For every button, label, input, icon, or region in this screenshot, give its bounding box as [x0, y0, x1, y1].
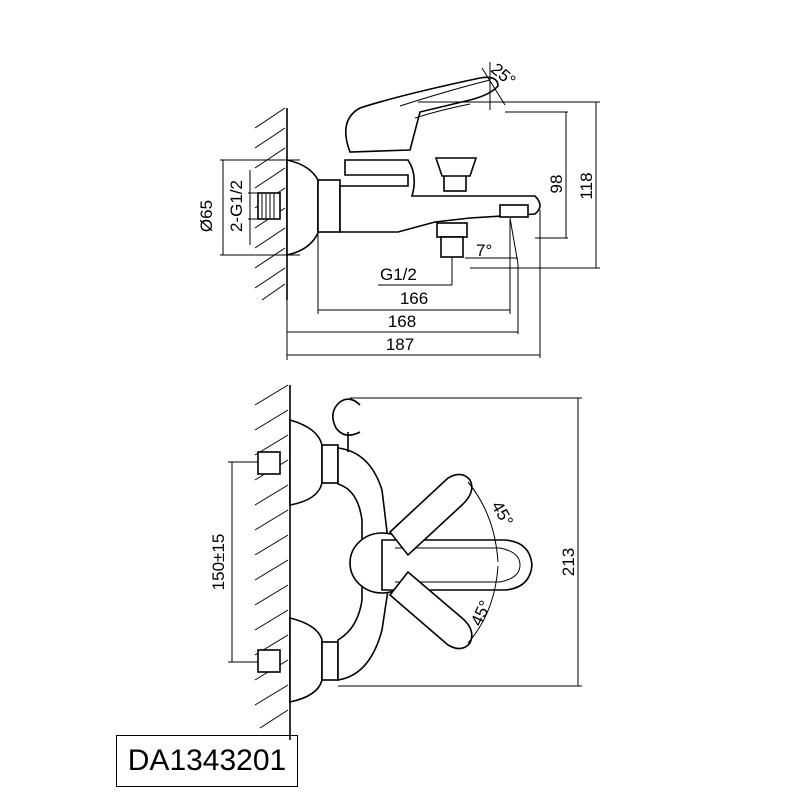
lever-handle-straight [381, 539, 533, 591]
dim-166-label: 166 [400, 289, 428, 308]
angle-upper-label: 45° [488, 498, 517, 530]
lever-edge [399, 79, 491, 107]
dim-213-label: 213 [559, 548, 578, 576]
inlet-thread [257, 192, 281, 220]
dim-d65-label: Ø65 [197, 200, 216, 232]
inlet-thread-lower [257, 649, 281, 673]
dim-168-label: 168 [388, 312, 416, 331]
diverter-knob [434, 157, 478, 177]
dim-150-label: 150±15 [209, 534, 228, 591]
nut-upper [321, 444, 339, 484]
lever-handle-down [388, 570, 473, 650]
dim-187-label: 187 [386, 335, 414, 354]
top-view: 45° 45° 150±15 213 [209, 384, 582, 740]
dim-thread-outlet-label: G1/2 [380, 265, 417, 284]
mixer-body [339, 159, 541, 233]
side-view: 25° 98 118 7° Ø65 2-G1/2 G1/2 [197, 59, 600, 360]
dim-thread-inlet-label: 2-G1/2 [227, 180, 246, 232]
wall-flange-lower [289, 616, 323, 703]
lever-edge-lower [414, 103, 471, 119]
lever-handle-up [388, 473, 473, 557]
dim-118-label: 118 [577, 172, 596, 199]
dim-98-label: 98 [547, 175, 566, 194]
hose-connector [440, 236, 464, 258]
model-number: DA1343201 [116, 735, 298, 787]
spout-outlet [436, 222, 468, 238]
wall-hatch-top [254, 384, 291, 740]
wall-flange [286, 159, 319, 256]
arc-upper-45 [467, 481, 499, 563]
angle-line-25b [481, 67, 506, 106]
nut-lower [321, 641, 339, 681]
spout-nozzle [499, 204, 529, 218]
wall-flange-upper [289, 418, 323, 506]
shower-hook [332, 398, 361, 436]
inlet-thread-upper [257, 451, 281, 475]
angle-line-7b [509, 217, 519, 265]
angle-7-label: 7° [476, 241, 492, 260]
eccentric-nut [317, 179, 341, 233]
lever-handle [344, 76, 499, 153]
diverter-stem [443, 174, 467, 192]
arc-lower-45 [467, 565, 499, 644]
thread-texture [261, 194, 275, 218]
lever-inner-outline [395, 547, 521, 583]
